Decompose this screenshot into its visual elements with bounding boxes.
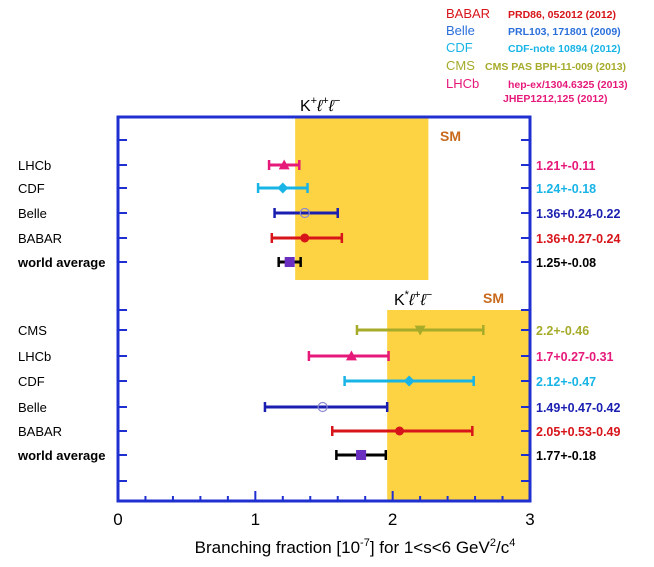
data-point-marker (317, 401, 328, 413)
row-label: world average (17, 255, 105, 270)
legend-experiment-name: CDF (446, 40, 473, 55)
data-row: world average 1.77+-0.18 (17, 448, 596, 463)
decay-title-kstar-ll: K*ℓ+ℓ− (394, 289, 432, 309)
data-point-marker (278, 159, 290, 170)
row-label: BABAR (18, 231, 62, 246)
row-label: LHCb (18, 158, 51, 173)
x-tick-label: 0 (113, 510, 122, 529)
data-row: LHCb 1.7+0.27-0.31 (18, 349, 614, 364)
sm-band (295, 118, 429, 280)
value-label: 1.49+0.47-0.42 (536, 401, 620, 415)
row-label: world average (17, 448, 105, 463)
row-label: Belle (18, 206, 47, 221)
legend-reference: hep-ex/1304.6325 (2013) (508, 79, 628, 91)
legend-experiment-name: Belle (446, 23, 475, 38)
data-row: CMS 2.2+-0.46 (18, 323, 589, 338)
sm-bands: SM SM K+ℓ+ℓ− K*ℓ+ℓ− (295, 95, 530, 501)
x-axis-title: Branching fraction [10-7] for 1<s<6 GeV2… (195, 537, 516, 557)
data-point-marker (284, 257, 295, 267)
data-point-marker (414, 325, 426, 336)
value-label: 1.25+-0.08 (536, 256, 596, 270)
value-label: 1.7+0.27-0.31 (536, 350, 614, 364)
legend-experiment-name: BABAR (446, 6, 490, 21)
data-row: CDF 2.12+-0.47 (18, 374, 596, 389)
x-tick-label: 2 (388, 510, 397, 529)
legend-reference: CDF-note 10894 (2012) (508, 43, 621, 55)
decay-title-kll: K+ℓ+ℓ− (300, 95, 340, 115)
value-label: 1.77+-0.18 (536, 449, 596, 463)
row-label: CDF (18, 181, 45, 196)
value-label: 2.2+-0.46 (536, 324, 589, 338)
value-label: 1.21+-0.11 (536, 159, 595, 173)
data-point-marker (345, 350, 357, 361)
row-label: CDF (18, 374, 45, 389)
sm-label: SM (483, 290, 504, 306)
data-point-marker (356, 450, 367, 460)
value-label: 1.24+-0.18 (536, 182, 596, 196)
data-row: BABAR 2.05+0.53-0.49 (18, 424, 620, 439)
row-label: CMS (18, 323, 47, 338)
data-point-marker (300, 233, 310, 243)
sm-band (387, 310, 530, 501)
legend-experiment-name: LHCb (446, 76, 479, 91)
legend-reference: CMS PAS BPH-11-009 (2013) (485, 61, 626, 73)
row-label: LHCb (18, 349, 51, 364)
data-row: world average 1.25+-0.08 (17, 255, 596, 270)
data-point-marker (395, 426, 405, 436)
legend-reference: PRD86, 052012 (2012) (508, 9, 616, 21)
legend-experiment-name: CMS (446, 58, 475, 73)
row-label: Belle (18, 400, 47, 415)
sm-label: SM (440, 128, 461, 144)
data-row: LHCb 1.21+-0.11 (18, 158, 595, 173)
legend-reference: PRL103, 171801 (2009) (508, 26, 621, 38)
data-row: BABAR 1.36+0.27-0.24 (18, 231, 620, 246)
value-label: 1.36+0.24-0.22 (536, 207, 620, 221)
value-label: 2.12+-0.47 (536, 375, 596, 389)
value-label: 1.36+0.27-0.24 (536, 232, 620, 246)
x-tick-label: 1 (251, 510, 260, 529)
data-row: Belle 1.49+0.47-0.42 (18, 400, 620, 415)
value-label: 2.05+0.53-0.49 (536, 425, 620, 439)
data-point-marker (403, 375, 415, 387)
data-row: CDF 1.24+-0.18 (18, 181, 596, 196)
legend: BABAR PRD86, 052012 (2012) Belle PRL103, 17… (446, 6, 628, 105)
data-row: Belle 1.36+0.24-0.22 (18, 206, 620, 221)
row-label: BABAR (18, 424, 62, 439)
legend-reference-2: JHEP1212,125 (2012) (503, 93, 608, 105)
data-point-marker (277, 182, 289, 194)
data-point-marker (299, 207, 310, 219)
x-tick-label: 3 (525, 510, 534, 529)
